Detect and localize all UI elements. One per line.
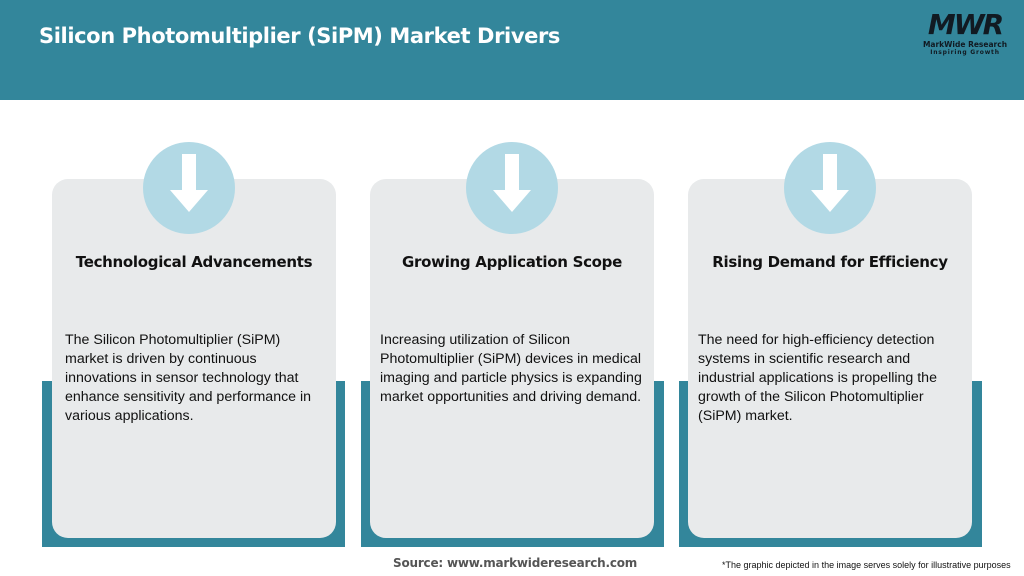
logo: MWR MarkWide Research Inspiring Growth (920, 10, 1010, 60)
icon-circle (143, 142, 235, 234)
arrow-down-icon (170, 154, 208, 212)
card-title: Technological Advancements (75, 253, 313, 271)
card-title: Growing Application Scope (402, 253, 622, 271)
source-credit: Source: www.markwideresearch.com (393, 556, 638, 570)
card-body: Increasing utilization of Silicon Photom… (380, 332, 642, 405)
driver-card-growing-application-scope: Growing Application Scope Increasing uti… (370, 179, 654, 538)
logo-mark: MWR (927, 8, 1004, 41)
header-banner: Silicon Photomultiplier (SiPM) Market Dr… (0, 0, 1024, 100)
icon-circle (466, 142, 558, 234)
icon-circle (784, 142, 876, 234)
card-title: Rising Demand for Efficiency (712, 253, 948, 271)
card-body: The Silicon Photomultiplier (SiPM) marke… (65, 332, 312, 424)
disclaimer-note: *The graphic depicted in the image serve… (722, 560, 1011, 570)
driver-card-rising-demand-for-efficiency: Rising Demand for Efficiency The need fo… (688, 179, 972, 538)
logo-tagline: Inspiring Growth (930, 49, 1000, 56)
logo-name: MarkWide Research (922, 40, 1008, 49)
card-body: The need for high-efficiency detection s… (698, 332, 937, 424)
page-title: Silicon Photomultiplier (SiPM) Market Dr… (39, 24, 561, 48)
driver-card-technological-advancements: Technological Advancements The Silicon P… (52, 179, 336, 538)
arrow-down-icon (811, 154, 849, 212)
arrow-down-icon (493, 154, 531, 212)
